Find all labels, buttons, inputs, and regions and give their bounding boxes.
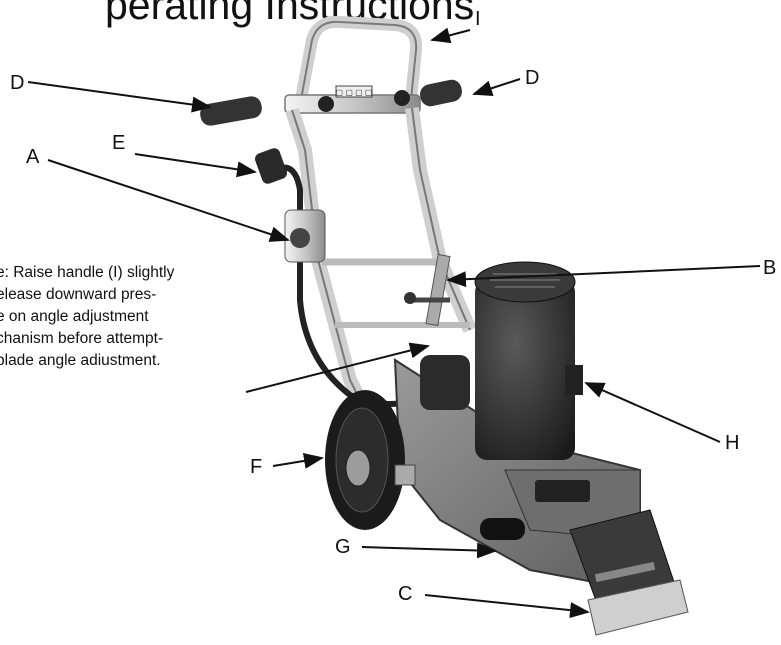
arrow-C [424,594,590,619]
machine-label: ▢ ▢ ▢ ▢ [336,88,373,97]
arrow-I [430,27,471,44]
page-title: perating Instructions [105,0,475,28]
callout-I: I [475,8,481,30]
wheel [325,390,416,530]
note-line: elease downward pres- [0,286,157,303]
callout-H: H [725,432,740,454]
arrow-D-left [27,81,212,113]
handle-grips [200,79,462,126]
blade [569,509,689,636]
note-line: blade angle adiustment. [0,352,161,369]
motor [420,261,583,460]
arrow-note [245,342,430,393]
callout-D-right: D [525,67,540,89]
callout-E: E [112,132,126,154]
arrow-G [361,542,497,559]
arrow-A [47,159,290,242]
note-line: chanism before attempt- [0,330,164,347]
callout-B: B [763,257,777,279]
angle-adjust [404,253,451,327]
arrow-F [272,453,324,469]
arrow-D-right [472,78,521,97]
note-line: e on angle adjustment [0,308,149,325]
arrow-H [584,382,721,443]
callout-F: F [250,456,263,478]
note-text: e: Raise handle (I) slightly elease down… [0,262,174,372]
callout-D-left: D [10,72,25,94]
callout-C: C [398,583,413,605]
callout-G: G [335,536,351,558]
arrow-B [446,265,761,288]
callout-arrows [27,27,761,619]
cutout-g [480,518,525,540]
arrow-E [134,153,257,178]
note-line: e: Raise handle (I) slightly [0,264,175,281]
callout-A: A [26,146,40,168]
